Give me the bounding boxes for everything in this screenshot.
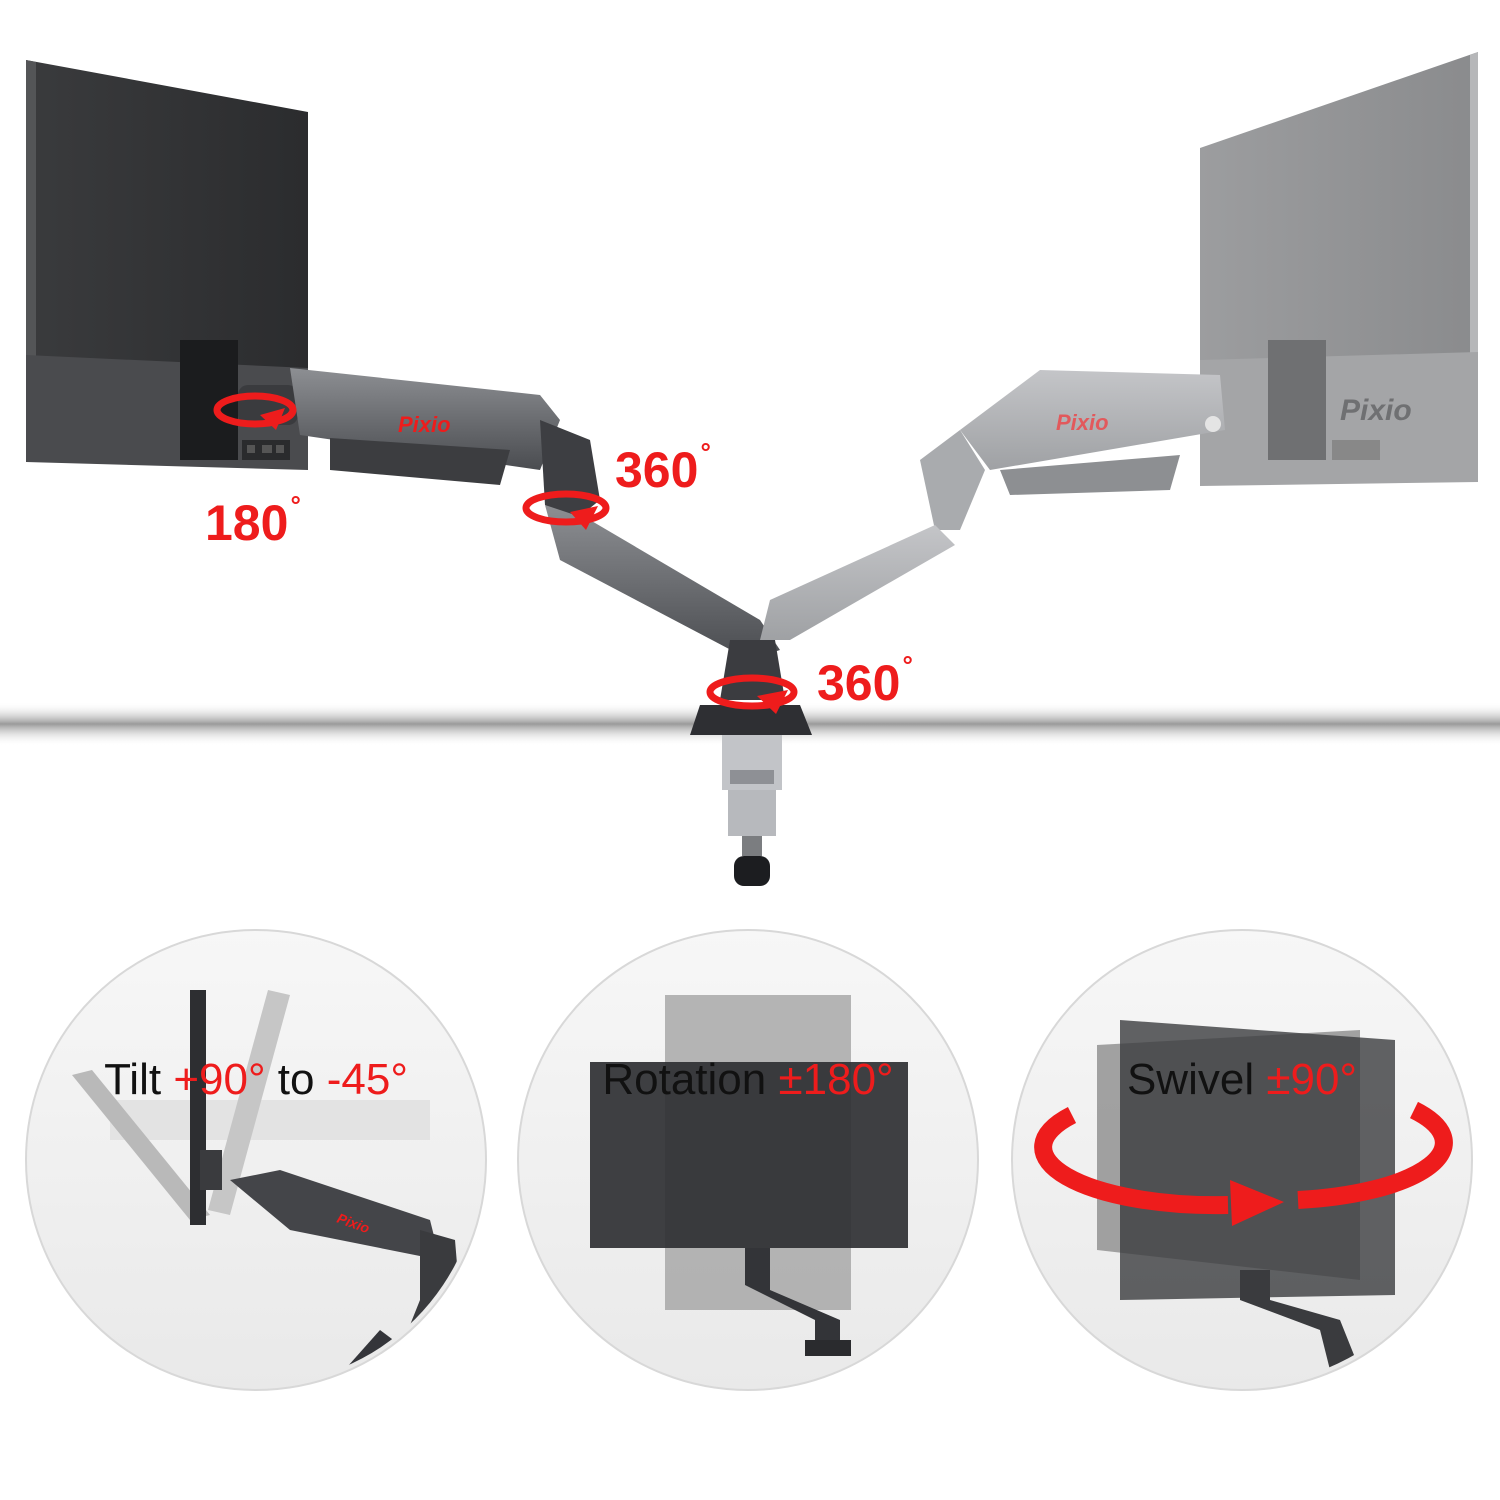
left-arm-logo: Pixio: [398, 412, 451, 437]
rotation-caption: Rotation ±180°: [602, 1055, 894, 1104]
right-monitor: Pixio: [1200, 52, 1478, 486]
desk-clamp: [690, 640, 812, 886]
rotation-illustration: [517, 929, 979, 1391]
base-joint-rotation-label: 360°: [817, 650, 913, 711]
rotation-arrow-icon: [213, 392, 798, 710]
left-monitor: [26, 60, 308, 470]
tilt-illustration: Pixio: [25, 929, 487, 1391]
swivel-caption: Swivel ±90°: [1126, 1055, 1358, 1104]
right-arm-logo: Pixio: [1056, 410, 1109, 435]
elbow-joint-rotation-label: 360°: [615, 437, 711, 498]
right-arm: Pixio: [760, 370, 1225, 640]
left-arm: Pixio: [238, 368, 780, 660]
tilt-caption: Tilt +90° to -45°: [104, 1055, 408, 1104]
swivel-arrow-icon: [1034, 1101, 1453, 1226]
right-monitor-logo: Pixio: [1340, 394, 1412, 427]
monitor-joint-rotation-label: 180°: [205, 490, 301, 551]
swivel-illustration: [1011, 929, 1473, 1391]
